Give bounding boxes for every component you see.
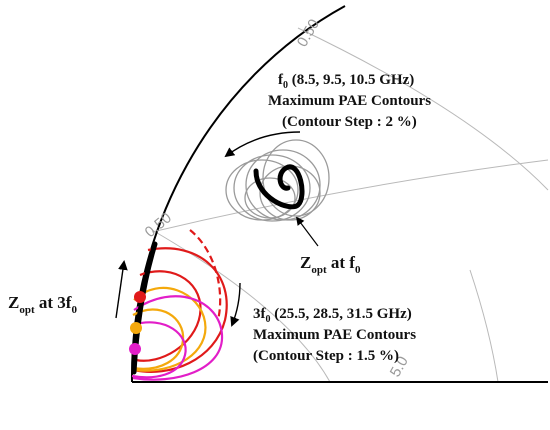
f0-contour [259,165,321,221]
grid-arc-upper [297,27,549,191]
grid-arc-right [469,269,499,383]
marker-red [134,291,146,303]
f0-pae-contours [225,139,330,222]
h3-pae-contours [131,229,228,381]
f0-label-line2: Maximum PAE Contours [268,93,431,109]
h3-contour-magenta [132,295,224,381]
zopt-f0-pointer-arrow [295,216,319,247]
zopt-3f0-direction-arrow [115,260,128,319]
f0-direction-arrow [224,131,301,158]
f0-contour [244,177,296,219]
f0-contour [262,139,330,217]
h3-label-line3: (Contour Step : 1.5 %) [253,348,399,364]
h3-contour-red [133,247,228,373]
h3-direction-arrow [230,282,241,327]
h3-contour-magenta [131,321,187,379]
f0-label-line3: (Contour Step : 2 %) [282,114,417,130]
zopt-f0-label: Zopt at f0 [300,253,361,276]
f0-contour [245,149,321,221]
marker-magenta [129,343,141,355]
f0-label-line1: f0 (8.5, 9.5, 10.5 GHz) [278,72,414,91]
h3-label-line2: Maximum PAE Contours [253,327,416,343]
f0-contour [233,154,311,222]
smith-outer-circle [130,5,346,383]
marker-orange [130,322,142,334]
grid-arc-middle [151,159,549,233]
h3-contour-red [135,270,202,362]
zopt-3f0-label: Zopt at 3f0 [8,293,77,316]
h3-contour-red-dashed [189,229,222,321]
f0-zopt-locus [253,164,305,210]
h3-label-line1: 3f0 (25.5, 28.5, 31.5 GHz) [253,306,412,325]
h3-contour-orange [133,286,207,372]
tick-label-lower: 0.50 [142,209,175,241]
